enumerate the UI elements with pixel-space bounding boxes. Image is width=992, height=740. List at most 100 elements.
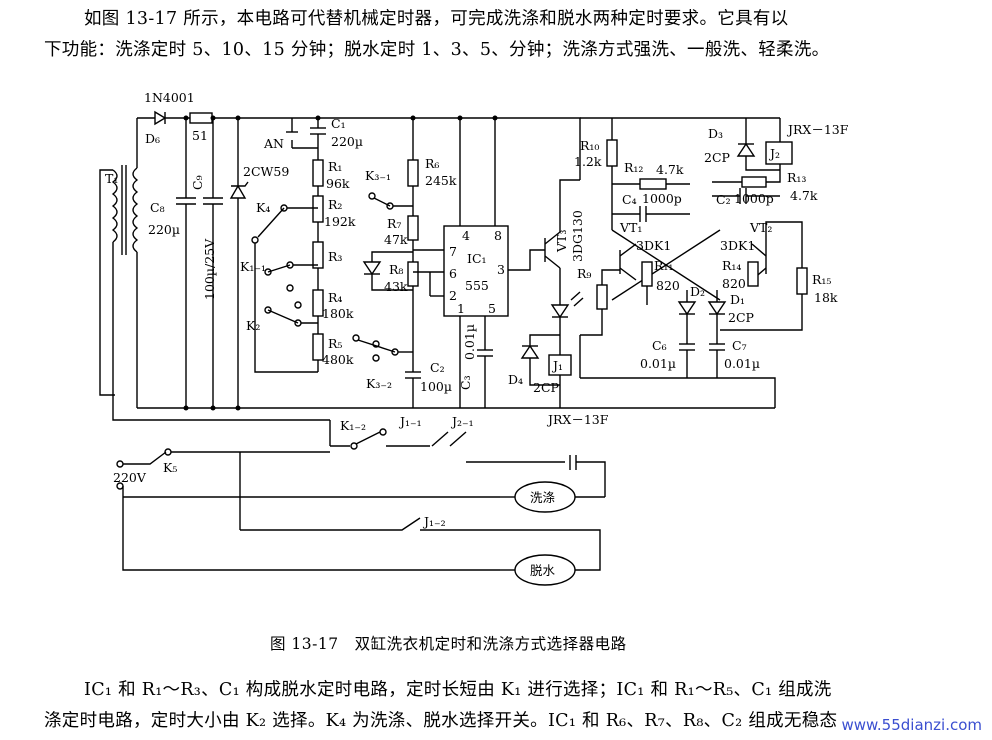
wire — [529, 358, 560, 386]
intro-line-2: 下功能：洗涤定时 5、10、15 分钟；脱水定时 1、3、5、分钟；洗涤方式强洗… — [44, 40, 830, 60]
resistor-r8 — [407, 261, 419, 287]
label-r6-val: 245k — [425, 173, 457, 188]
switch-k2 — [267, 309, 299, 324]
label-c1: C₁ — [331, 116, 346, 131]
vt1-emitter — [619, 267, 637, 281]
label-d6-part: 1N4001 — [144, 90, 195, 105]
transformer-secondary — [132, 167, 139, 253]
resistor-51 — [189, 112, 213, 124]
wire — [495, 117, 581, 180]
label-r13: R₁₃ — [787, 170, 806, 185]
label-d2: D₂ — [690, 284, 705, 299]
wire — [580, 377, 776, 408]
label-r2: R₂ — [328, 197, 342, 212]
label-d3-part: 2CP — [704, 150, 730, 165]
label-c1-val: 220µ — [331, 134, 363, 149]
label-d3: D₃ — [708, 126, 723, 141]
label-r8-val: 43k — [384, 279, 408, 294]
wire — [112, 242, 330, 421]
vt3-stage — [520, 179, 620, 408]
label-k5: K₅ — [163, 460, 177, 475]
label-r5-val: 480k — [322, 352, 354, 367]
label-motor-wash: 洗涤 — [530, 490, 555, 505]
wire — [765, 221, 803, 268]
label-c8-val: 220µ — [148, 222, 180, 237]
wire — [601, 269, 620, 285]
label-vt3: VT₃ — [554, 230, 569, 253]
label-r10-val: 1.2k — [574, 154, 602, 169]
label-vt2-part: 3DK1 — [720, 238, 755, 253]
switch-k5 — [123, 451, 167, 465]
mains-section — [116, 420, 606, 586]
resistor-r12 — [639, 178, 667, 190]
multivibrator — [495, 117, 808, 408]
label-jrx-bottom: JRX－13F — [546, 412, 609, 427]
label-r11: R₁₁ — [654, 258, 673, 273]
resistor-r14 — [747, 261, 759, 287]
label-r5: R₅ — [328, 336, 342, 351]
vt2-collector — [751, 243, 767, 257]
label-r13-val: 4.7k — [790, 188, 818, 203]
vt1-collector — [619, 243, 637, 257]
label-c3-val: 0.01µ — [462, 324, 477, 360]
label-r15-val: 18k — [814, 290, 838, 305]
label-c9-val: 100µ/25V — [202, 238, 217, 300]
resistor-r6 — [407, 159, 419, 187]
wire — [254, 243, 318, 373]
label-vt2: VT₂ — [749, 220, 772, 235]
contact-j1-2 — [240, 517, 421, 531]
led-symbol — [550, 304, 570, 319]
label-c2: C₂ — [430, 360, 445, 375]
transformer-primary — [111, 169, 118, 243]
label-pin1: 1 — [457, 301, 465, 316]
diode-symbol — [362, 261, 382, 276]
resistor-r1 — [312, 159, 324, 187]
label-j1-2: J₁₋₂ — [422, 514, 446, 529]
label-ic1: IC₁ — [467, 251, 487, 266]
body-line-2: 涤定时电路，定时大小由 K₂ 选择。K₄ 为洗涤、脱水选择开关。IC₁ 和 R₆… — [44, 711, 838, 731]
label-c6-val: 0.01µ — [640, 356, 676, 371]
resistor-r2 — [312, 195, 324, 223]
cross-wire — [611, 229, 721, 301]
figure-caption: 图 13-17 双缸洗衣机定时和洗涤方式选择器电路 — [270, 635, 627, 653]
diode-d4 — [520, 344, 540, 359]
label-k2: K₂ — [246, 318, 260, 333]
label-k1-2: K₁₋₂ — [340, 418, 366, 433]
label-k4: K₄ — [256, 200, 270, 215]
label-c2b-val: 1000p — [734, 191, 774, 206]
label-motor-spin: 脱水 — [530, 563, 556, 578]
label-d4: D₄ — [508, 372, 523, 387]
label-r11-val: 820 — [656, 278, 680, 293]
label-pin8: 8 — [494, 228, 502, 243]
label-r51: 51 — [192, 128, 208, 143]
label-j2-1: J₂₋₁ — [450, 414, 474, 429]
switch-k3-1 — [373, 197, 391, 207]
label-jrx-top: JRX－13F — [786, 122, 849, 137]
wire — [371, 251, 413, 262]
label-j1: J₁ — [551, 358, 563, 373]
label-r12: R₁₂ — [624, 160, 643, 175]
label-pin2: 2 — [449, 288, 457, 303]
label-r9: R₉ — [577, 266, 591, 281]
resistor-r7 — [407, 215, 419, 241]
label-r15: R₁₅ — [812, 272, 831, 287]
diode-d3 — [736, 142, 756, 157]
ic1-555 — [413, 115, 545, 408]
label-vt1-part: 3DK1 — [636, 238, 671, 253]
label-pin7: 7 — [449, 244, 457, 259]
wire — [99, 169, 115, 396]
resistor-r13 — [741, 176, 767, 188]
label-r7: R₇ — [387, 216, 401, 231]
label-vt1: VT₁ — [619, 220, 642, 235]
label-k3-1: K₃₋₁ — [365, 168, 391, 183]
label-r2-val: 192k — [324, 214, 356, 229]
label-d4-part: 2CP — [533, 380, 559, 395]
resistor-r3 — [312, 241, 324, 269]
resistor-r15 — [796, 267, 808, 295]
label-r8: R₈ — [389, 262, 403, 277]
label-220v: 220V — [113, 470, 147, 485]
label-k3-2: K₃₋₂ — [366, 376, 392, 391]
label-t1: T₁ — [105, 171, 118, 186]
vt3-emitter — [544, 255, 561, 269]
